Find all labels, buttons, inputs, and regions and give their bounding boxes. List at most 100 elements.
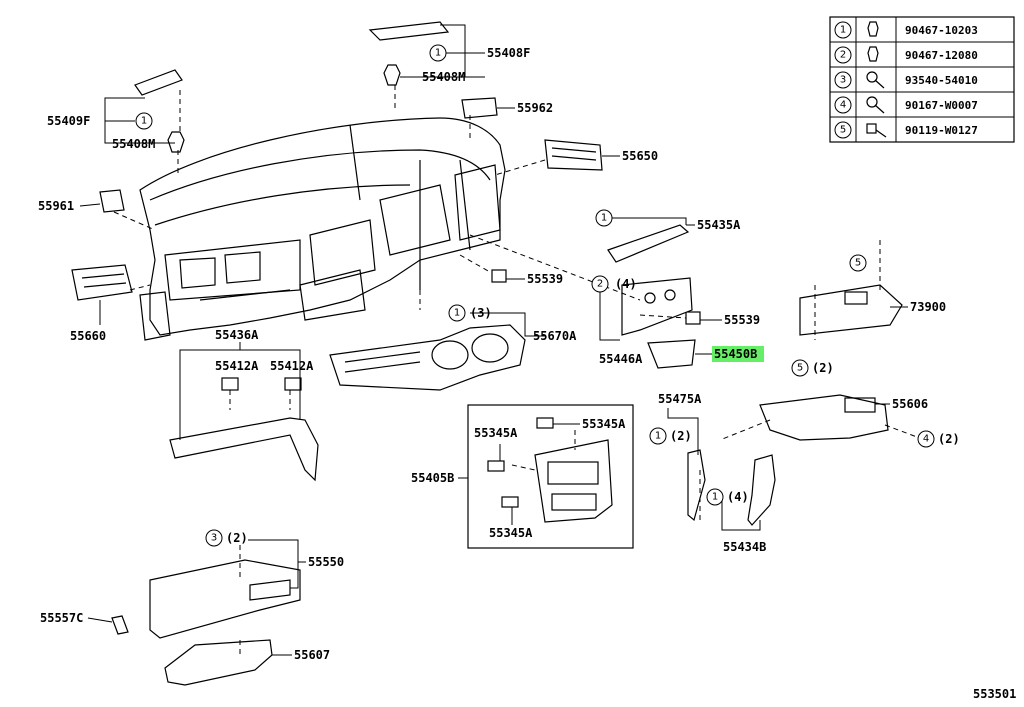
label-55607[interactable]: 55607 [294,648,330,662]
part-55436A-shape [169,417,319,482]
label-55539[interactable]: 55539 [527,272,563,286]
diagram-id: 553501 [973,687,1016,701]
part-55557C-shape [111,615,129,635]
label-55446A[interactable]: 55446A [599,352,643,366]
callout-number: 1 [435,48,441,59]
callout-number: 1 [454,308,460,319]
part-55345A-shape [536,417,554,429]
label-55606[interactable]: 55606 [892,397,928,411]
label-55475A[interactable]: 55475A [658,392,702,406]
legend-row: 2 90467-12080 [834,46,978,64]
legend-num: 4 [840,100,846,111]
part-55408F-shape [368,21,450,41]
part-55405B-group-box [467,404,634,549]
legend-num: 5 [840,125,846,136]
part-55961-shape [99,189,125,213]
screw-icon [866,96,885,114]
bolt-icon [866,123,887,138]
label-55345A[interactable]: 55345A [489,526,533,540]
part-55435A-shape [607,224,690,263]
part-55962-shape [461,97,498,119]
part-55539-shape [491,269,507,283]
part-55670A-shape [329,324,526,391]
leader-lines [79,24,908,656]
callout-number: 5 [797,363,803,374]
callout-quantity: (2) [226,531,248,545]
callout-number: 4 [923,434,929,445]
clip-icon [867,21,879,37]
label-55435A[interactable]: 55435A [697,218,741,232]
callout-number: 3 [211,533,217,544]
label-55557C[interactable]: 55557C [40,611,83,625]
label-73900[interactable]: 73900 [910,300,946,314]
callout-markers: 1 1 1 2 (4) 1 (3) 5 5 (2) 1 (2) 4 (2) 1 … [135,44,960,547]
legend-num: 1 [840,25,846,36]
legend-part-number: 90467-12080 [905,49,978,62]
legend-num: 3 [840,75,846,86]
callout-number: 1 [655,431,661,442]
label-55408F[interactable]: 55408F [487,46,530,60]
part-55475A-shape [687,449,706,522]
part-55405B-shape [534,439,613,523]
label-55650[interactable]: 55650 [622,149,658,163]
part-55412A-shape [221,377,239,391]
callout-quantity: (4) [727,490,749,504]
callout-number: 1 [712,492,718,503]
label-55412A[interactable]: 55412A [215,359,259,373]
label-55550[interactable]: 55550 [308,555,344,569]
part-55607-shape [164,639,273,686]
label-55539[interactable]: 55539 [724,313,760,327]
instrument-panel-drawing [139,117,506,341]
legend-row: 1 90467-10203 [834,21,978,39]
label-55962[interactable]: 55962 [517,101,553,115]
callout-number: 1 [141,116,147,127]
label-55345A[interactable]: 55345A [474,426,518,440]
label-55345A[interactable]: 55345A [582,417,626,431]
label-55436A[interactable]: 55436A [215,328,259,342]
legend-row: 4 90167-W0007 [834,96,978,114]
callout-quantity: (2) [938,432,960,446]
callout-quantity: (3) [470,306,492,320]
part-55450B-shape [647,339,696,369]
part-55409F-shape [134,69,183,96]
callout-quantity: (2) [812,361,834,375]
legend-part-number: 93540-54010 [905,74,978,87]
highlight-55450B [712,346,764,362]
legend-row: 5 90119-W0127 [834,121,978,139]
fastener-legend-table: 1 90467-10203 2 90467-12080 3 93540-5401… [829,16,1015,143]
part-55660-shape [71,264,133,301]
part-55606-shape [759,394,889,441]
part-55550-shape [149,559,301,639]
part-55412A-shape [284,377,302,391]
callout-number: 5 [855,258,861,269]
label-55660[interactable]: 55660 [70,329,106,343]
callout-quantity: (2) [670,429,692,443]
legend-part-number: 90167-W0007 [905,99,978,112]
callout-quantity: (4) [615,277,637,291]
label-55450B[interactable]: 55450B [714,347,757,361]
clip-icon [867,46,879,62]
dashed-guide-lines [113,85,926,655]
part-55539-shape [685,311,701,325]
label-55405B[interactable]: 55405B [411,471,454,485]
label-55961[interactable]: 55961 [38,199,74,213]
part-55345A-shape [501,496,519,508]
label-55408M[interactable]: 55408M [422,70,465,84]
part-55408M-left-shape [167,131,185,153]
part-55345A-shape [487,460,505,472]
legend-part-number: 90119-W0127 [905,124,978,137]
legend-row: 3 93540-54010 [834,71,978,89]
callout-number: 2 [597,279,603,290]
screw-icon [866,71,885,89]
part-labels: 55408F 55408M 55409F 55408M 55962 55650 … [38,46,946,662]
part-55408M-shape [383,64,401,86]
label-55434B[interactable]: 55434B [723,540,766,554]
label-55670A[interactable]: 55670A [533,329,577,343]
legend-part-number: 90467-10203 [905,24,978,37]
label-55412A[interactable]: 55412A [270,359,314,373]
label-55409F[interactable]: 55409F [47,114,90,128]
callout-number: 1 [601,213,607,224]
label-55408M[interactable]: 55408M [112,137,155,151]
part-73900-shape [799,284,903,336]
